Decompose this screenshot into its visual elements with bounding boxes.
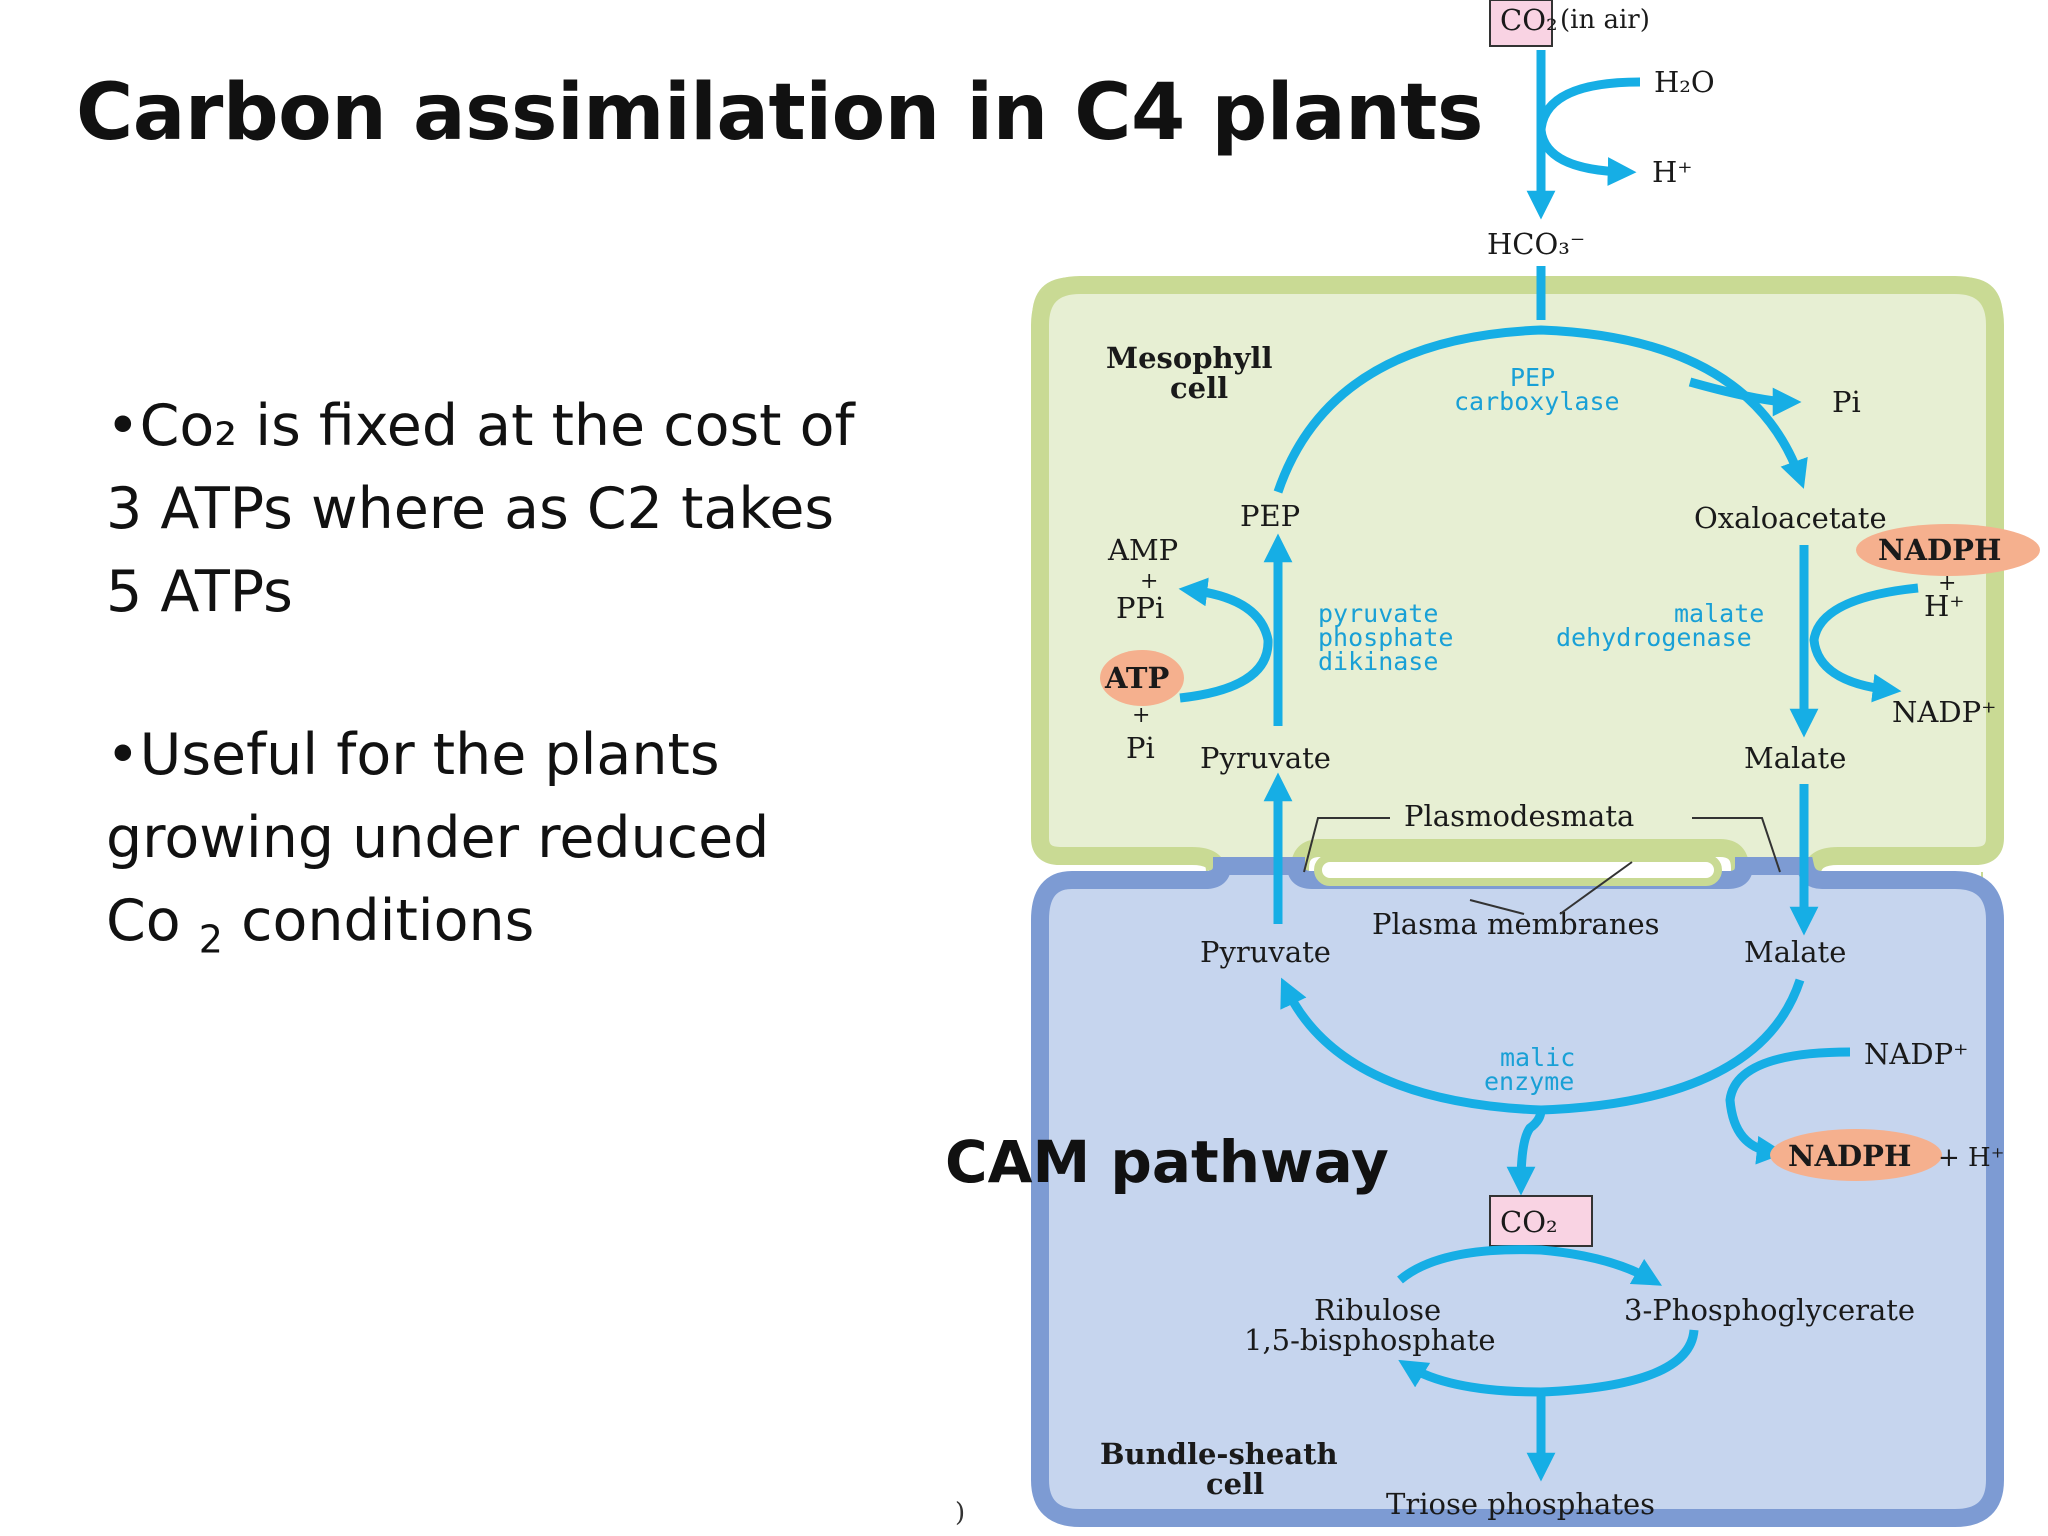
pm-pointer-1: [1469, 899, 1525, 915]
pm-pointer-2: [1559, 861, 1633, 915]
ppdk-label-1: pyruvate: [1318, 599, 1438, 628]
nadph-top-highlight: [1856, 524, 2040, 576]
mdh-label-1: malate: [1674, 599, 1764, 628]
bullet1-line2: 3 ATPs where as C2 takes: [106, 476, 835, 542]
atp-label: ATP: [1104, 661, 1169, 695]
pep-carboxylase-label-1: PEP: [1510, 363, 1555, 392]
bullet-usefulness: •Useful for the plants growing under red…: [106, 714, 906, 981]
co2-inner-box: [1489, 1195, 1593, 1247]
plus-h-bottom-label: + H⁺: [1938, 1143, 2004, 1173]
stray-mark: ): [955, 1498, 966, 1528]
pi-release-arrow: [1688, 377, 1802, 417]
nadp-plus-top-label: NADP⁺: [1892, 695, 1996, 729]
bullet2-line1: •Useful for the plants: [106, 722, 720, 788]
rubp-label-2: 1,5-bisphosphate: [1244, 1323, 1496, 1357]
mesophyll-label-2: cell: [1170, 371, 1228, 405]
malate-meso-label: Malate: [1744, 741, 1846, 775]
nadph-to-nadp-arrow: [1809, 583, 1919, 703]
ppi-label: PPi: [1116, 591, 1164, 625]
bullet1-line3: 5 ATPs: [106, 559, 293, 625]
co2-inner-label: CO₂: [1500, 1205, 1558, 1239]
bullet2-line2: growing under reduced: [106, 805, 770, 871]
h2o-label: H₂O: [1654, 65, 1715, 99]
pep-label: PEP: [1240, 499, 1300, 533]
bundle-sheath-label-1: Bundle-sheath: [1100, 1437, 1338, 1471]
co2-release-arrow: [1506, 1109, 1546, 1196]
mdh-label-2: dehydrogenase: [1556, 623, 1752, 652]
bullet2-line3a: Co: [106, 888, 199, 954]
nadph-bottom-label: NADPH: [1788, 1139, 1911, 1173]
malic-enzyme-label-2: enzyme: [1484, 1067, 1574, 1096]
pep-carboxylase-label-2: carboxylase: [1454, 387, 1620, 416]
oxaloacetate-label: Oxaloacetate: [1694, 501, 1887, 535]
plasmodesmata-label: Plasmodesmata: [1404, 799, 1634, 833]
atp-to-amp-arrow: [1178, 577, 1273, 703]
rubp-label-1: Ribulose: [1314, 1293, 1441, 1327]
plus-1: +: [1140, 569, 1158, 594]
nadp-plus-bottom-label: NADP⁺: [1864, 1037, 1968, 1071]
plus-2: +: [1132, 703, 1150, 728]
pyruvate-bundle-label: Pyruvate: [1200, 935, 1331, 969]
plasmodesmata-channel: [1314, 854, 1722, 886]
mesophyll-fill: [1031, 276, 2004, 889]
plasmodesmata-pointer-right: [1692, 817, 1781, 873]
pep-carboxylase-arc: [1273, 325, 1808, 494]
co2-air-note: (in air): [1560, 5, 1650, 35]
malic-enzyme-arc: [1280, 977, 1805, 1115]
triose-label: Triose phosphates: [1386, 1487, 1655, 1521]
atp-highlight: [1100, 650, 1184, 706]
co2-air-box: [1489, 0, 1553, 47]
nadph-bottom-highlight: [1770, 1129, 1942, 1181]
ppdk-label-2: phosphate: [1318, 623, 1453, 652]
nadph-top-label: NADPH: [1878, 533, 2001, 567]
plasmodesmata-pointer-left: [1303, 817, 1390, 873]
calvin-top-arrow: [1397, 1245, 1663, 1286]
slide-title: Carbon assimilation in C4 plants: [76, 68, 1483, 158]
h-plus-right-label: H⁺: [1924, 589, 1965, 623]
bullet1-line1: •Co₂ is fixed at the cost of: [106, 393, 855, 459]
bundle-sheath-label-2: cell: [1206, 1467, 1264, 1501]
pga-label: 3-Phosphoglycerate: [1624, 1293, 1915, 1327]
hco3-label: HCO₃⁻: [1487, 227, 1585, 261]
bullet2-line3b: conditions: [222, 888, 535, 954]
bullet2-subscript: 2: [198, 917, 223, 962]
pyruvate-meso-label: Pyruvate: [1200, 741, 1331, 775]
malate-bundle-label: Malate: [1744, 935, 1846, 969]
calvin-bottom-arrow: [1398, 1329, 1699, 1397]
cam-pathway-label: CAM pathway: [945, 1128, 1389, 1196]
plus-right: +: [1938, 571, 1956, 596]
mesophyll-label-1: Mesophyll: [1106, 341, 1272, 375]
bullet-atp-cost: •Co₂ is fixed at the cost of 3 ATPs wher…: [106, 385, 906, 634]
pi-top-label: Pi: [1832, 385, 1861, 419]
pi-left-label: Pi: [1126, 731, 1155, 765]
ppdk-label-3: dikinase: [1318, 647, 1438, 676]
malic-enzyme-label-1: malic: [1500, 1043, 1575, 1072]
nadp-to-nadph-arrow: [1725, 1047, 1851, 1165]
bullet-list: •Co₂ is fixed at the cost of 3 ATPs wher…: [106, 385, 906, 1061]
h-plus-top-label: H⁺: [1652, 155, 1693, 189]
co2-air-label: CO₂: [1500, 3, 1558, 37]
h2o-side-arrow: [1536, 77, 1641, 186]
amp-label: AMP: [1107, 533, 1178, 567]
